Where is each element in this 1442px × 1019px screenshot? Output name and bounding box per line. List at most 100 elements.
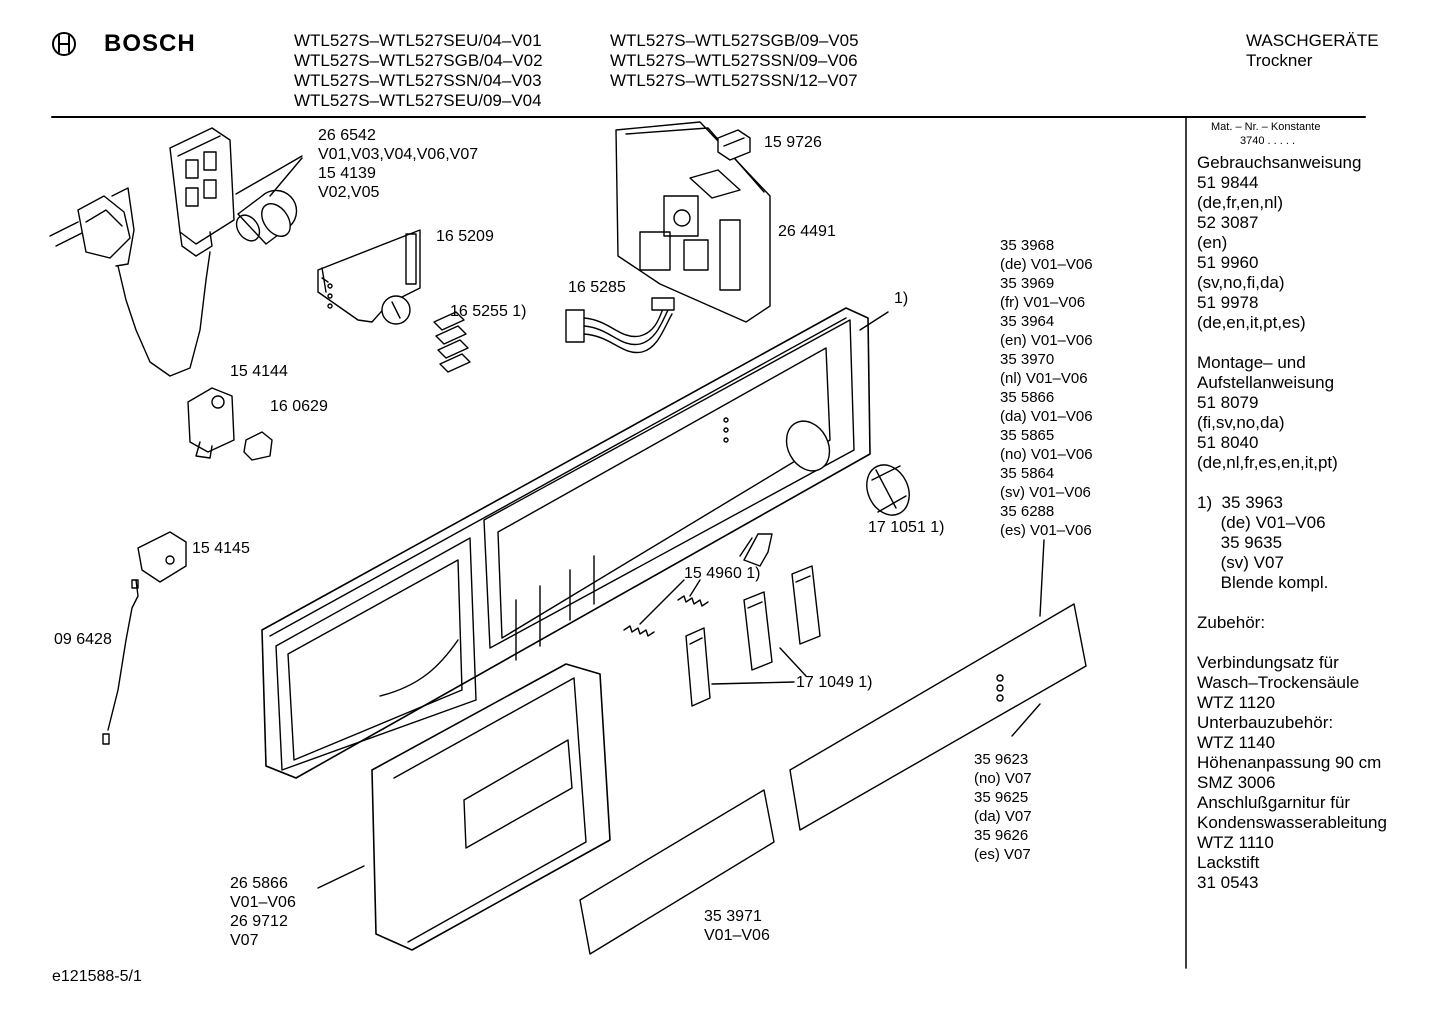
sidebar-line: 51 9960 <box>1197 253 1259 272</box>
model-line: WTL527S–WTL527SEU/04–V01 <box>294 31 542 50</box>
sidebar-line: Anschlußgarnitur für <box>1197 793 1351 812</box>
category-block: WASCHGERÄTE Trockner <box>1246 31 1379 71</box>
connector-part <box>717 129 751 161</box>
sidebar-line: Verbindungsatz für <box>1197 653 1339 672</box>
part-number: 35 5864 <box>1000 465 1055 482</box>
rotary-knob-part <box>866 464 910 516</box>
part-variants: (en) V01–V06 <box>1000 332 1093 349</box>
model-line: WTL527S–WTL527SEU/09–V04 <box>294 91 542 110</box>
part-number: 35 5866 <box>1000 389 1055 406</box>
sidebar-line <box>1197 593 1387 613</box>
part-variants: (no) V07 <box>974 770 1032 787</box>
sidebar-line: Höhenanpassung 90 cm <box>1197 753 1382 772</box>
part-variants: (nl) V01–V06 <box>1000 370 1088 387</box>
control-panel-fascia-part <box>261 307 871 779</box>
part-number: 26 9712 <box>230 913 288 930</box>
model-line: WTL527S–WTL527SGB/09–V05 <box>610 31 859 50</box>
part-variants: V01–V06 <box>704 927 770 944</box>
category-title: WASCHGERÄTE <box>1246 31 1379 50</box>
door-switch-part <box>187 387 235 459</box>
drawing-code: e121588-5/1 <box>52 968 142 985</box>
sidebar-line: Wasch–Trockensäule <box>1197 673 1360 692</box>
label-266542: 26 6542 V01,V03,V04,V06,V07 15 4139 V02,… <box>318 126 478 202</box>
push-buttons-part <box>685 565 821 707</box>
leader-154960c <box>739 537 753 557</box>
control-pcb-part <box>615 121 771 323</box>
sidebar-line: 52 3087 <box>1197 213 1259 232</box>
part-number: 26 5866 <box>230 875 288 892</box>
label-panel-ref: 1) <box>894 290 909 307</box>
label-264491: 26 4491 <box>778 223 836 240</box>
mat-number-value: 3740 . . . . . <box>1240 135 1296 147</box>
sidebar-line: Aufstellanweisung <box>1197 373 1335 392</box>
label-265866: 26 5866 V01–V06 26 9712 V07 <box>230 874 296 950</box>
models-column-2: WTL527S–WTL527SGB/09–V05 WTL527S–WTL527S… <box>610 31 859 91</box>
part-variants: V01,V03,V04,V06,V07 <box>318 146 479 163</box>
bosch-logo-icon <box>52 32 76 56</box>
sidebar-line: (sv) V07 <box>1197 553 1284 572</box>
part-number: 35 9625 <box>974 789 1029 806</box>
sidebar-line: 51 9978 <box>1197 293 1259 312</box>
label-strip-part <box>789 603 1087 831</box>
part-variants: (de) V01–V06 <box>1000 256 1093 273</box>
part-number: 35 3964 <box>1000 313 1055 330</box>
sidebar-line: (de,en,it,pt,es) <box>1197 313 1306 332</box>
terminal-block-part <box>169 127 235 257</box>
label-159726: 15 9726 <box>764 134 822 151</box>
label-160629: 16 0629 <box>270 398 328 415</box>
label-359623: 35 9623 (no) V07 35 9625 (da) V07 35 962… <box>974 750 1032 864</box>
part-variants: (fr) V01–V06 <box>1000 294 1086 311</box>
leader-359623 <box>1011 703 1041 737</box>
sidebar-line: 51 8079 <box>1197 393 1259 412</box>
part-number: 35 3970 <box>1000 351 1055 368</box>
part-number: 35 5865 <box>1000 427 1055 444</box>
mains-plug-part <box>49 187 211 377</box>
ribbon-cable-part <box>565 297 675 354</box>
sidebar-line: 51 8040 <box>1197 433 1259 452</box>
model-line: WTL527S–WTL527SSN/12–V07 <box>610 71 858 90</box>
sidebar-line: Kondenswasserableitung <box>1197 813 1387 832</box>
sidebar-line <box>1197 633 1387 653</box>
leader-265866 <box>317 865 365 889</box>
label-165255: 16 5255 1) <box>450 303 527 320</box>
label-096428: 09 6428 <box>54 631 112 648</box>
sidebar-line: 31 0543 <box>1197 873 1259 892</box>
sidebar-line: 1) 35 3963 <box>1197 493 1284 512</box>
part-variants: V01–V06 <box>230 894 296 911</box>
small-strip-part <box>579 789 775 955</box>
part-number: 35 9626 <box>974 827 1029 844</box>
clip-part <box>243 431 273 461</box>
label-154144: 15 4144 <box>230 363 288 380</box>
sidebar-line <box>1197 473 1387 493</box>
part-variants: (es) V07 <box>974 846 1031 863</box>
part-variants: (da) V07 <box>974 808 1032 825</box>
leader-lang <box>1039 539 1045 617</box>
leader-1 <box>859 311 889 331</box>
brand-name: BOSCH <box>104 30 196 57</box>
sidebar-line: Gebrauchsanweisung <box>1197 153 1362 172</box>
sidebar-line: Zubehör: <box>1197 613 1266 632</box>
label-165209: 16 5209 <box>436 228 494 245</box>
leader-154960a <box>639 579 685 625</box>
leader-154960b <box>689 579 701 597</box>
part-number: 35 3971 <box>704 908 762 925</box>
sidebar-line: (de,nl,fr,es,en,it,pt) <box>1197 453 1338 472</box>
sidebar-line <box>1197 333 1387 353</box>
leader-171049a <box>711 681 795 685</box>
sidebar-line: SMZ 3006 <box>1197 773 1276 792</box>
part-number: 35 3969 <box>1000 275 1055 292</box>
leader-266542 <box>235 155 303 195</box>
label-353971: 35 3971 V01–V06 <box>704 907 770 945</box>
model-line: WTL527S–WTL527SSN/09–V06 <box>610 51 858 70</box>
sidebar-line: 51 9844 <box>1197 173 1259 192</box>
part-number: 35 6288 <box>1000 503 1055 520</box>
sidebar-line: (fi,sv,no,da) <box>1197 413 1285 432</box>
part-variants: (da) V01–V06 <box>1000 408 1093 425</box>
label-language-strips: 35 3968 (de) V01–V06 35 3969 (fr) V01–V0… <box>1000 236 1093 540</box>
part-variants: (es) V01–V06 <box>1000 522 1092 539</box>
part-variants: (no) V01–V06 <box>1000 446 1093 463</box>
switch-board-part <box>317 229 421 325</box>
sidebar-line: (en) <box>1197 233 1228 252</box>
